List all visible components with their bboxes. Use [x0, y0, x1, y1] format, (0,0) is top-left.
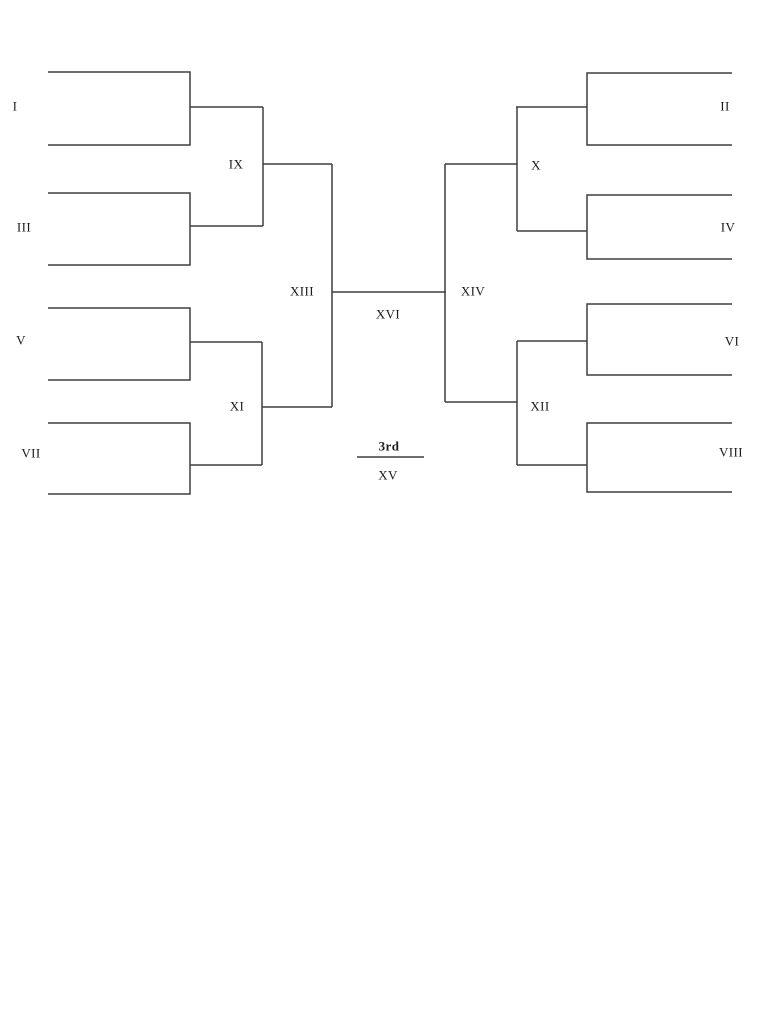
match-VIII-bracket [586, 422, 732, 493]
round1-right-1-label: II [720, 98, 730, 114]
final-match-label: XVI [375, 306, 401, 322]
round1-right-4-label: VIII [719, 444, 743, 460]
round1-left-3-label: V [16, 332, 26, 348]
third-place-heading: 3rd [378, 438, 400, 454]
round2-right-bottom-label: XII [530, 398, 550, 414]
round1-left-4-label: VII [21, 445, 41, 461]
match-VII-bracket [48, 422, 191, 495]
semifinal-left-label: XIII [290, 283, 314, 299]
round2-left-bottom-label: XI [229, 398, 245, 414]
round1-left-2-label: III [16, 219, 32, 235]
round1-left-1-label: I [12, 98, 18, 114]
match-IV-bracket [586, 194, 732, 260]
match-II-bracket [586, 72, 732, 146]
match-I-bracket [48, 71, 191, 146]
round2-left-top-label: IX [228, 156, 244, 172]
match-VI-bracket [586, 303, 732, 376]
match-III-bracket [48, 192, 191, 266]
round1-right-2-label: IV [720, 219, 736, 235]
third-place-match-label: XV [378, 467, 398, 483]
round1-right-3-label: VI [724, 333, 740, 349]
semifinal-right-label: XIV [460, 283, 486, 299]
round2-right-top-label: X [531, 157, 541, 173]
match-V-bracket [48, 307, 191, 381]
